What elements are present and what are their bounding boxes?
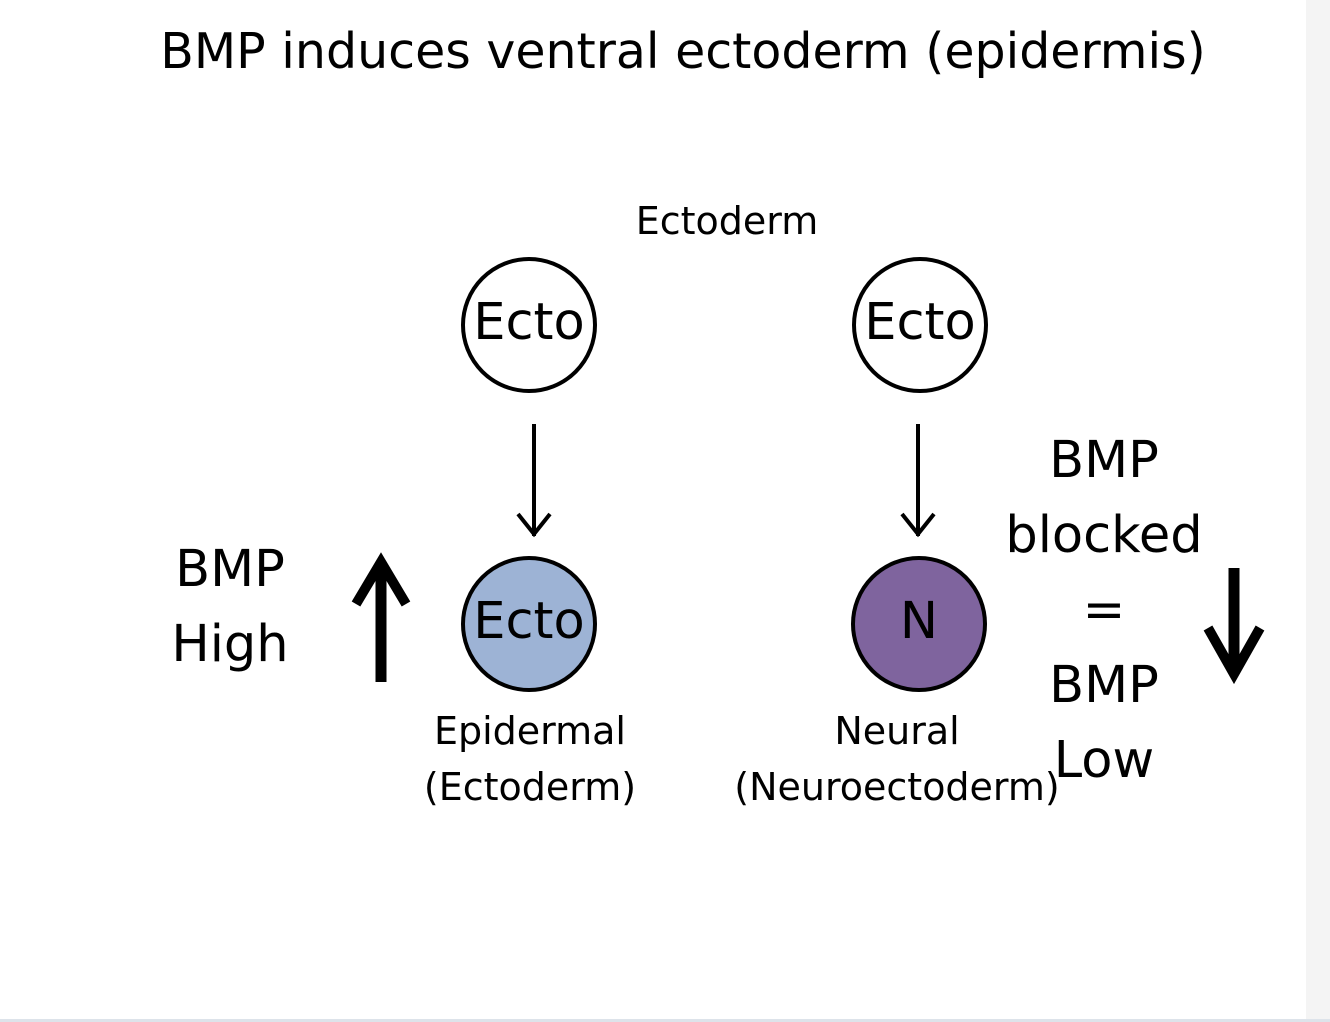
bmp-blocked-line3: = (1082, 581, 1126, 640)
bmp-blocked-label: BMP blocked = BMP Low (1004, 423, 1204, 798)
bmp-blocked-line5: Low (1053, 731, 1155, 790)
slide-title: BMP induces ventral ectoderm (epidermis) (160, 23, 1206, 80)
bmp-high-label: BMP High (145, 532, 315, 682)
top-right-ecto-cell: Ecto (852, 257, 988, 393)
epidermal-caption: Epidermal (Ectoderm) (400, 703, 660, 815)
neural-n-cell: N (851, 556, 987, 692)
epidermal-caption-line1: Epidermal (433, 709, 626, 753)
neural-caption-line2: (Neuroectoderm) (734, 765, 1060, 809)
slide-right-edge (1306, 0, 1330, 1022)
bmp-blocked-line1: BMP (1049, 431, 1159, 490)
bmp-high-line2: High (171, 615, 289, 674)
ectoderm-label: Ectoderm (635, 199, 819, 243)
bmp-high-up-arrow-icon (351, 552, 411, 682)
epidermal-cell-label: Ecto (473, 591, 585, 651)
neural-cell-label: N (899, 591, 939, 651)
neural-caption: Neural (Neuroectoderm) (727, 703, 1067, 815)
left-down-arrow-icon (516, 424, 552, 538)
neural-caption-line1: Neural (834, 709, 960, 753)
epidermal-ecto-cell: Ecto (461, 556, 597, 692)
epidermal-caption-line2: (Ectoderm) (423, 765, 637, 809)
bmp-high-line1: BMP (175, 540, 285, 599)
bmp-blocked-line2: blocked (1005, 506, 1203, 565)
top-right-cell-label: Ecto (864, 292, 976, 352)
top-left-ecto-cell: Ecto (461, 257, 597, 393)
right-down-arrow-icon (900, 424, 936, 538)
bmp-blocked-line4: BMP (1049, 656, 1159, 715)
bmp-low-down-arrow-icon (1203, 568, 1265, 685)
slide-bottom-edge (0, 1019, 1330, 1022)
top-left-cell-label: Ecto (473, 292, 585, 352)
